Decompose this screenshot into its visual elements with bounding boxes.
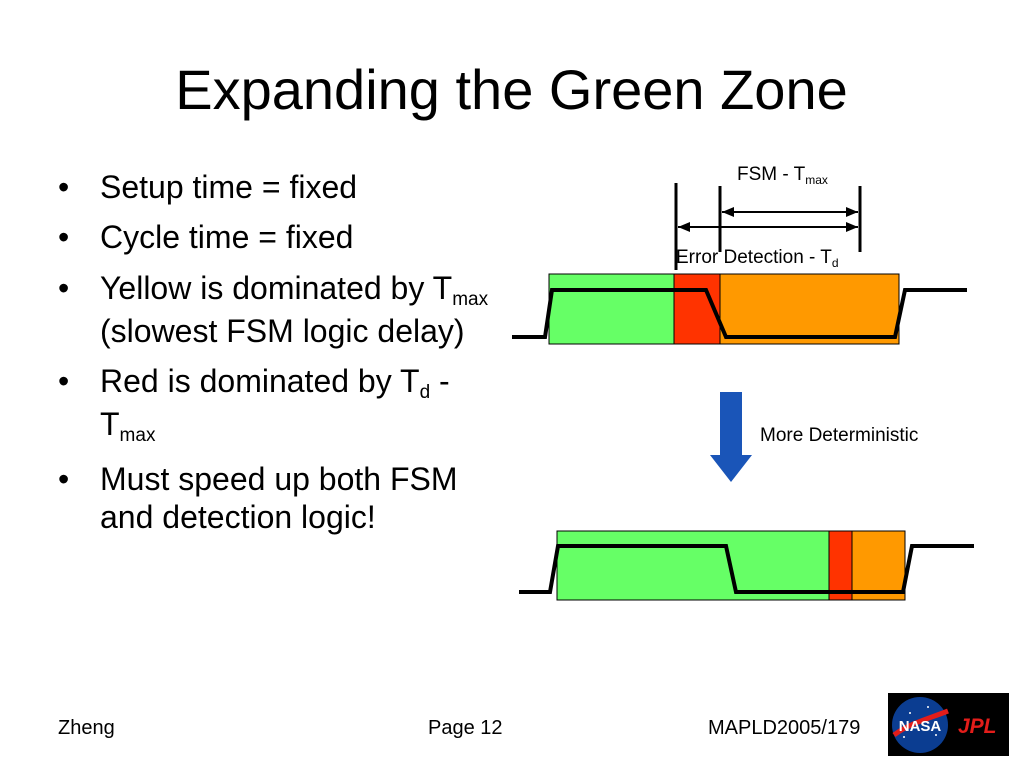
arrow-label: More Deterministic	[760, 425, 918, 446]
bullet-item: • Red is dominated by Td - Tmax	[58, 362, 498, 448]
bullet-dot: •	[58, 169, 70, 205]
bullet-dot: •	[58, 460, 70, 497]
bullet-item: • Setup time = fixed	[58, 168, 498, 206]
slide-title: Expanding the Green Zone	[175, 58, 848, 121]
bottom-waveform	[519, 544, 974, 594]
svg-text:NASA: NASA	[899, 718, 942, 735]
error-detection-label: Error Detection - Td	[676, 247, 839, 270]
error-arrowhead-right	[846, 222, 858, 232]
bullet-item: • Must speed up both FSM and detection lo…	[58, 460, 498, 537]
fsm-arrowhead-right	[846, 207, 858, 217]
bullet-dot: •	[58, 362, 70, 399]
bullet-dot: •	[58, 269, 70, 306]
bullet-dot: •	[58, 219, 70, 256]
bullet-text: Cycle time = fixed	[100, 219, 354, 256]
bullet-item: • Cycle time = fixed	[58, 218, 498, 256]
bottom-red-zone	[828, 530, 853, 601]
fsm-arrowhead-left	[722, 207, 734, 217]
bullet-text: Must speed up both FSM and detection log…	[100, 460, 458, 535]
top-waveform	[512, 288, 967, 339]
bullet-text: Red is dominated by Td - Tmax	[100, 362, 450, 446]
top-green-zone	[548, 273, 675, 345]
top-orange-zone	[719, 273, 900, 345]
nasa-jpl-logo: NASA JPL	[888, 693, 1009, 756]
nasa-logo-icon	[892, 697, 948, 753]
footer-author: Zheng	[58, 717, 115, 739]
error-arrowhead-left	[678, 222, 690, 232]
bullet-text: Yellow is dominated by Tmax (slowest FSM…	[100, 269, 489, 349]
bullet-item: • Yellow is dominated by Tmax (slowest FS…	[58, 269, 498, 350]
jpl-logo-icon: JPL	[958, 715, 997, 738]
bullet-text: Setup time = fixed	[100, 169, 358, 205]
footer-reference: MAPLD2005/179	[708, 717, 861, 739]
bullet-list: • Setup time = fixed • Cycle time = fixed • Y…	[58, 168, 498, 548]
down-arrow-icon	[710, 392, 752, 482]
footer-page: Page 12	[428, 717, 503, 739]
bottom-orange-zone	[851, 530, 906, 601]
bottom-green-zone	[556, 530, 830, 601]
fsm-label: FSM - Tmax	[737, 164, 828, 187]
